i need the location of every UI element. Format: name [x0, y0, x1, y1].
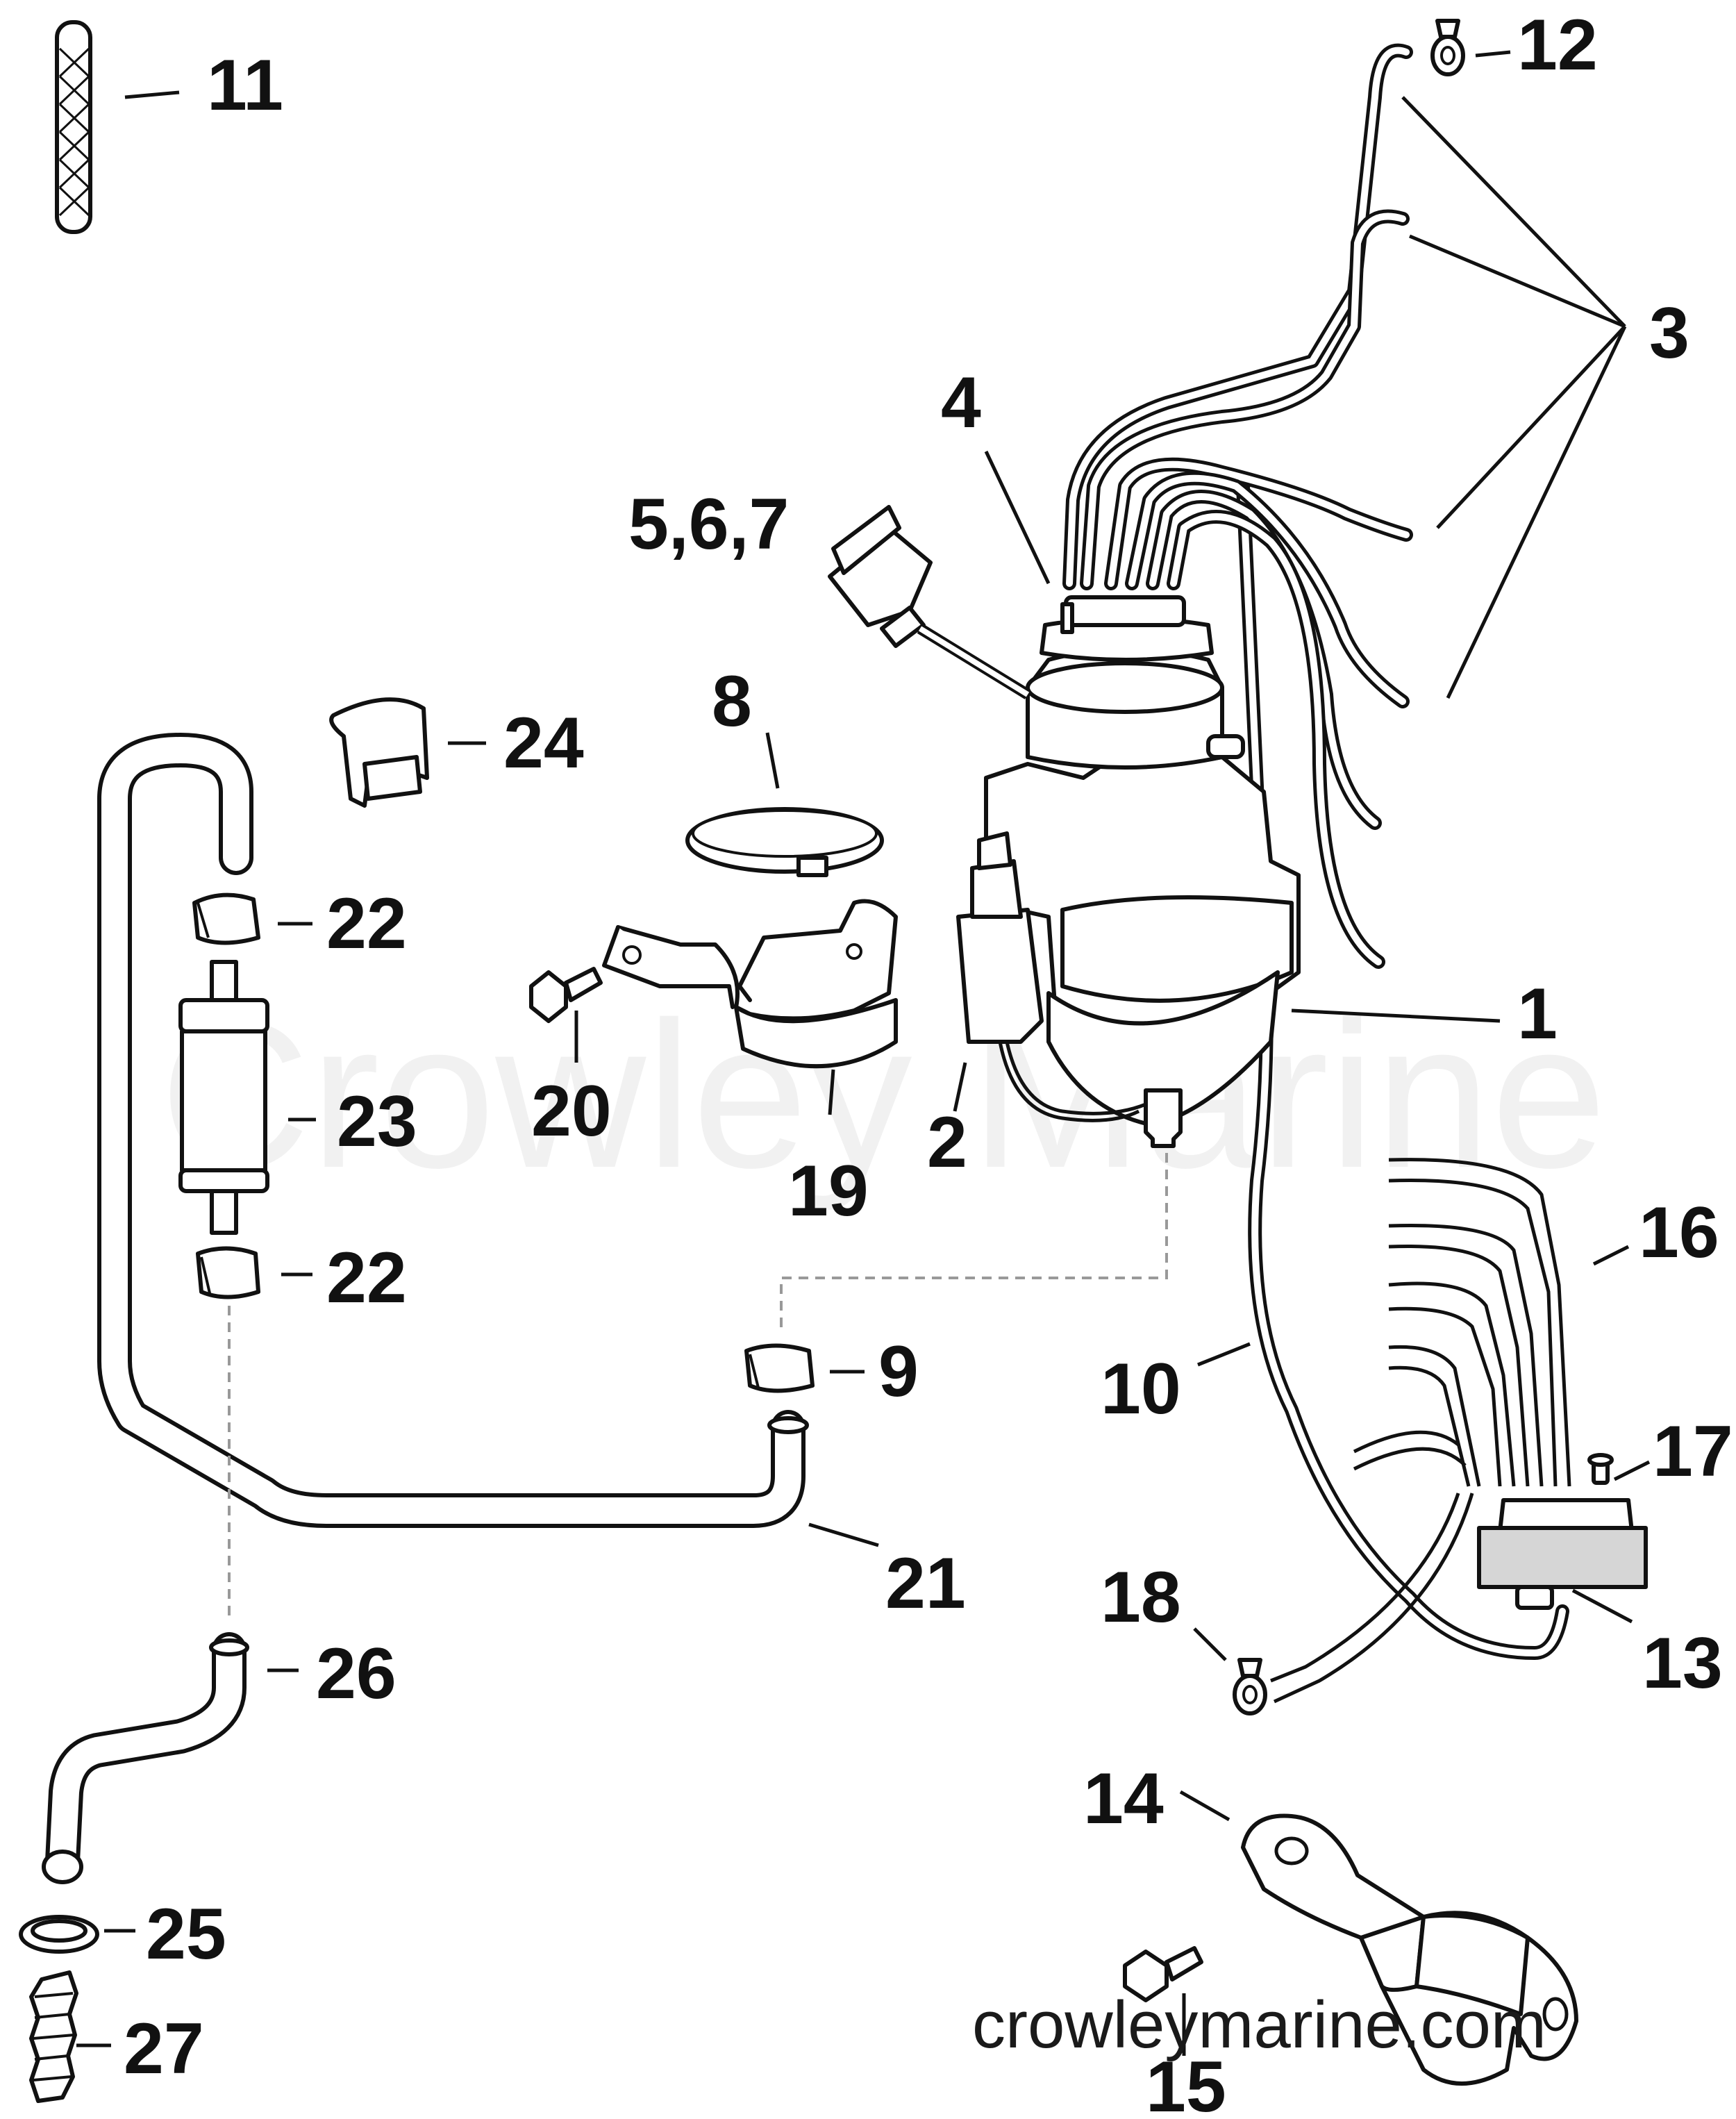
part-3-wires: [1062, 43, 1413, 969]
callout-2: 2: [927, 1102, 967, 1183]
callout-15: 15: [1146, 2047, 1226, 2119]
part-20-bolt: [529, 967, 603, 1023]
part-25-spring-clamp: [19, 1915, 99, 1954]
callout-8: 8: [712, 661, 752, 742]
callout-22-upper: 22: [326, 883, 407, 964]
callout-12: 12: [1517, 5, 1598, 85]
callout-10: 10: [1101, 1349, 1181, 1429]
callout-20: 20: [531, 1071, 612, 1152]
callout-26: 26: [316, 1634, 397, 1714]
part-14-mounting-bracket: [1241, 1813, 1578, 2086]
callout-17: 17: [1653, 1411, 1733, 1492]
part-13-control-module: [1477, 1498, 1648, 1610]
callout-25: 25: [146, 1894, 226, 1975]
footer-url: crowleymarine.com: [972, 1988, 1546, 2062]
part-23-fuel-filter: [178, 960, 269, 1235]
callout-4: 4: [941, 363, 981, 443]
part-15-bolt: [1123, 1946, 1203, 2002]
part-21-fuel-hose: [97, 733, 809, 1528]
callout-14: 14: [1083, 1759, 1164, 1839]
part-1-fuel-pump-assembly: [956, 595, 1301, 1148]
callout-3: 3: [1649, 293, 1689, 374]
callout-13: 13: [1642, 1623, 1723, 1704]
callout-16: 16: [1639, 1193, 1719, 1273]
part-12-ring-terminal: [1430, 19, 1465, 76]
callout-27: 27: [124, 2009, 204, 2089]
part-18-ring-terminal: [1233, 1658, 1267, 1715]
callout-9: 9: [878, 1331, 919, 1412]
callout-1: 1: [1517, 974, 1558, 1054]
part-8-strap-band: [685, 807, 884, 877]
callout-5-6-7: 5,6,7: [628, 484, 789, 565]
part-22-hose-clamp-lower: [196, 1246, 260, 1299]
part-19-mounting-bracket: [602, 899, 898, 1069]
part-5-6-7-electrical-connector: [828, 505, 1031, 699]
part-24-hose-clip: [329, 697, 429, 808]
callout-23: 23: [337, 1081, 417, 1162]
part-16-wiring-harness: [1270, 1158, 1571, 1704]
part-17-screw: [1587, 1453, 1614, 1485]
part-10-wire-harness: [1236, 479, 1569, 1660]
callout-24: 24: [503, 703, 584, 783]
callout-21: 21: [885, 1543, 966, 1624]
callout-19: 19: [788, 1151, 869, 1231]
part-9-hose-clamp: [744, 1343, 815, 1393]
part-27-hose-fitting: [29, 1970, 78, 2103]
callout-11: 11: [207, 45, 283, 126]
callout-18: 18: [1101, 1557, 1181, 1638]
part-26-short-hose: [42, 1632, 249, 1884]
callout-22-lower: 22: [326, 1238, 407, 1318]
part-22-hose-clamp-upper: [192, 892, 260, 945]
part-11-mesh-sleeve: [55, 20, 92, 234]
